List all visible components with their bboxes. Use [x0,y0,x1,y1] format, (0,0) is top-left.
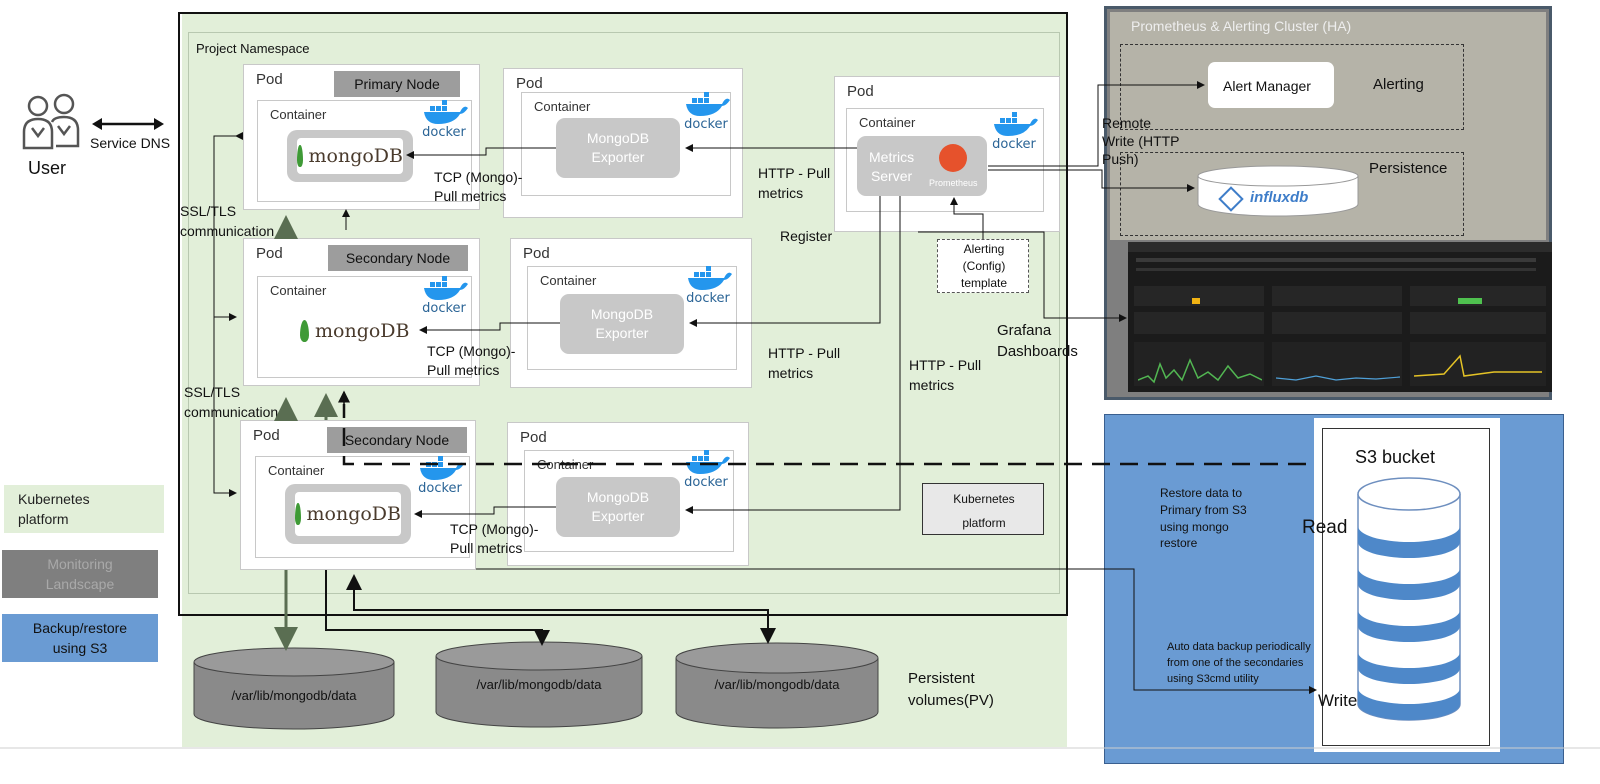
s3-bucket-title: S3 bucket [1355,447,1436,467]
s3-bucket-cylinder [1357,477,1461,721]
alert-manager-label: Alert Manager [1223,78,1311,94]
pod-label: Pod [256,71,283,88]
docker-icon: docker [414,456,466,496]
tcp-pull-label-3: TCP (Mongo)-Pull metrics [450,521,539,556]
service-dns-label: Service DNS [90,135,171,151]
docker-icon: docker [682,266,734,306]
docker-icon: docker [418,100,470,140]
influxdb-cylinder [1197,165,1359,217]
alerting-label: Alerting [1373,76,1424,93]
register-label: Register [780,228,833,244]
primary-node-tag: Primary Node [334,71,460,97]
docker-icon: docker [988,112,1040,152]
container-label: Container [270,107,327,122]
mongodb-primary: mongoDB [287,130,413,182]
service-dns-arrow [92,118,164,130]
s3-read-label: Read [1302,517,1348,538]
tcp-pull-label-1: TCP (Mongo)-Pull metrics [434,169,523,204]
mongodb-secondary-2: mongoDB [285,484,411,544]
user-icon [22,93,80,150]
s3-write-label: Write [1318,691,1358,710]
docker-icon: docker [680,450,732,490]
grafana-dashboard-screenshot [1128,242,1552,392]
persistence-frame [1120,152,1464,236]
influxdb-label: influxdb [1250,189,1309,206]
docker-icon: docker [680,92,732,132]
mongodb-leaf-icon [297,145,303,167]
tcp-pull-label-2: TCP (Mongo)-Pull metrics [427,343,516,378]
s3-bucket-frame [1322,428,1490,746]
project-namespace-label: Project Namespace [196,41,310,56]
volume-path-2: /var/lib/mongodb/data [476,677,602,692]
prometheus-icon [939,144,967,172]
volume-cylinder-1 [193,647,395,730]
secondary-node-tag: Secondary Node [327,427,467,453]
user-label: User [28,158,67,178]
volume-path-3: /var/lib/mongodb/data [714,677,840,692]
secondary-node-tag: Secondary Node [328,245,468,271]
mongodb-secondary-1: mongoDB [300,320,410,342]
alerting-template-box: Alerting(Config)template [937,239,1029,293]
docker-icon: docker [418,276,470,316]
alert-manager-box [1208,62,1334,108]
prometheus-cluster-title: Prometheus & Alerting Cluster (HA) [1131,18,1352,34]
volume-path-1: /var/lib/mongodb/data [231,688,357,703]
persistence-label: Persistence [1369,160,1448,177]
